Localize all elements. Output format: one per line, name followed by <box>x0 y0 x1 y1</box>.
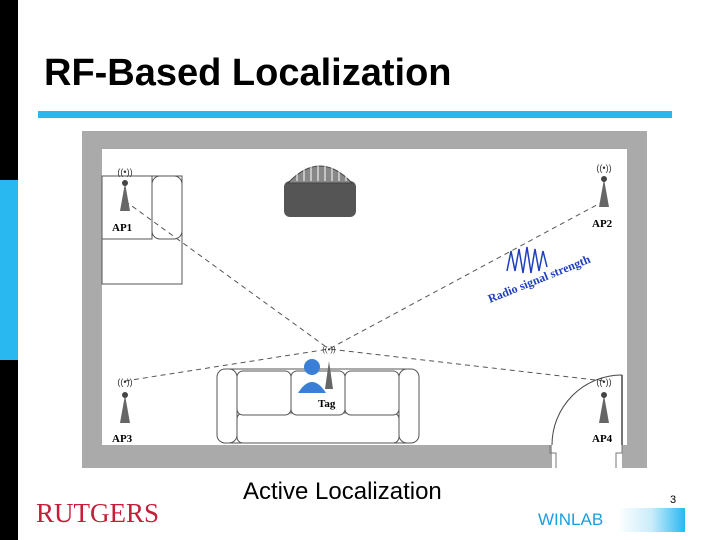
ap4-antenna: ((•)) <box>596 377 612 423</box>
ap4-label: AP4 <box>592 433 613 445</box>
person-icon <box>298 359 326 393</box>
localization-diagram: ((•)) ((•)) ((•)) ((•)) ((•)) AP1 AP2 AP… <box>82 131 647 468</box>
radio-wave <box>506 246 548 274</box>
tag-device: ((•)) <box>322 345 336 389</box>
ap1-antenna: ((•)) <box>117 167 133 211</box>
door-swing <box>551 374 623 446</box>
tag-label: Tag <box>318 398 336 410</box>
slide-title: RF-Based Localization <box>44 52 452 94</box>
svg-text:((•)): ((•)) <box>117 167 132 177</box>
ap1-label: AP1 <box>112 222 132 234</box>
winlab-banner: WINLAB <box>535 508 685 532</box>
title-underline <box>38 111 672 118</box>
page-number: 3 <box>670 494 677 506</box>
svg-text:((•)): ((•)) <box>596 377 611 387</box>
rutgers-logo: RUTGERS <box>36 498 160 528</box>
winlab-label: WINLAB <box>538 510 604 529</box>
svg-text:((•)): ((•)) <box>117 377 132 387</box>
ap3-antenna: ((•)) <box>117 377 133 423</box>
ap2-antenna: ((•)) <box>596 163 612 207</box>
svg-text:((•)): ((•)) <box>596 163 611 173</box>
diagram-caption: Active Localization <box>243 478 442 505</box>
sofa <box>216 368 420 444</box>
left-accent-highlight <box>0 180 18 360</box>
ap2-label: AP2 <box>592 218 613 230</box>
signal-paths <box>124 200 605 382</box>
lamp-shape <box>284 160 356 217</box>
ap3-label: AP3 <box>112 433 133 445</box>
svg-text:((•)): ((•)) <box>322 345 336 354</box>
